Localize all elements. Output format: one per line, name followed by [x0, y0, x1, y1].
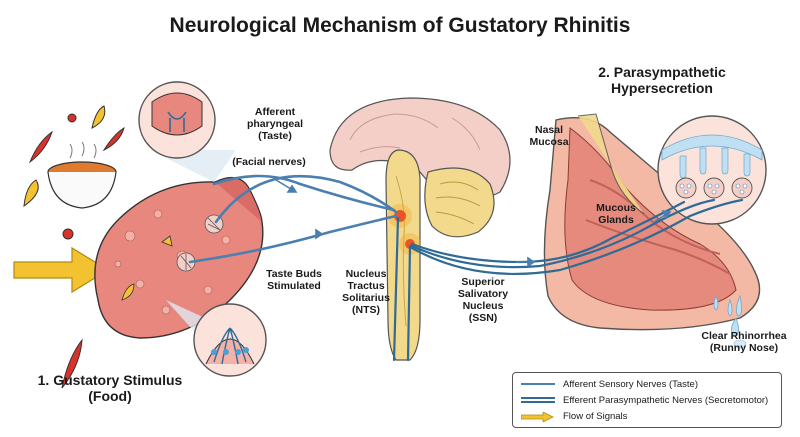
signal-flow-arrows — [275, 179, 672, 268]
flow-arrow-icon — [520, 411, 555, 423]
pharynx-magnifier — [138, 81, 236, 182]
label-nts: Nucleus Tractus Solitarius (NTS) — [342, 268, 390, 317]
cerebellum — [424, 167, 495, 238]
label-parasympathetic-hypersecretion: 2. Parasympathetic Hypersecretion — [598, 64, 726, 97]
chili-pepper-icon — [28, 130, 53, 164]
label-clear-rhinorrhea: Clear Rhinorrhea (Runny Nose) — [701, 330, 787, 355]
label-nasal-mucosa: Nasal Mucosa — [529, 124, 569, 149]
food-items — [23, 105, 130, 389]
label-facial-nerves: (Facial nerves) — [232, 156, 306, 168]
pepper-slice-icon — [62, 228, 74, 240]
mucus-drips — [713, 294, 747, 349]
pepper-slice-icon — [67, 113, 77, 123]
legend-item-flow: Flow of Signals — [520, 409, 627, 423]
pepper-icon — [23, 179, 39, 208]
chili-pepper-icon — [61, 338, 83, 389]
label-gustatory-stimulus: 1. Gustatory Stimulus (Food) — [37, 372, 183, 405]
label-mucous-glands: Mucous Glands — [596, 202, 636, 227]
legend-item-afferent: Afferent Sensory Nerves (Taste) — [521, 377, 698, 391]
legend: Afferent Sensory Nerves (Taste) Efferent… — [512, 372, 782, 428]
label-taste-buds: Taste Buds Stimulated — [266, 268, 322, 293]
tongue — [94, 176, 264, 339]
taste-bud-magnifier — [166, 300, 267, 377]
legend-item-efferent: Efferent Parasympathetic Nerves (Secreto… — [521, 393, 768, 407]
label-ssn: Superior Salivatory Nucleus (SSN) — [457, 276, 509, 325]
afferent-nerves — [188, 174, 398, 264]
afferent-line-icon — [521, 380, 555, 388]
stimulus-arrow — [13, 246, 110, 294]
pepper-icon — [91, 105, 106, 129]
label-afferent-pharyngeal: Afferent pharyngeal (Taste) — [246, 106, 304, 143]
soup-bowl-icon — [47, 141, 117, 209]
efferent-nerves — [392, 198, 744, 362]
efferent-line-icon — [521, 396, 555, 404]
mucous-gland-icon — [675, 177, 753, 199]
diagram-title: Neurological Mechanism of Gustatory Rhin… — [169, 14, 631, 37]
mucosa-magnifier — [657, 115, 767, 225]
chili-pepper-icon — [102, 126, 125, 152]
